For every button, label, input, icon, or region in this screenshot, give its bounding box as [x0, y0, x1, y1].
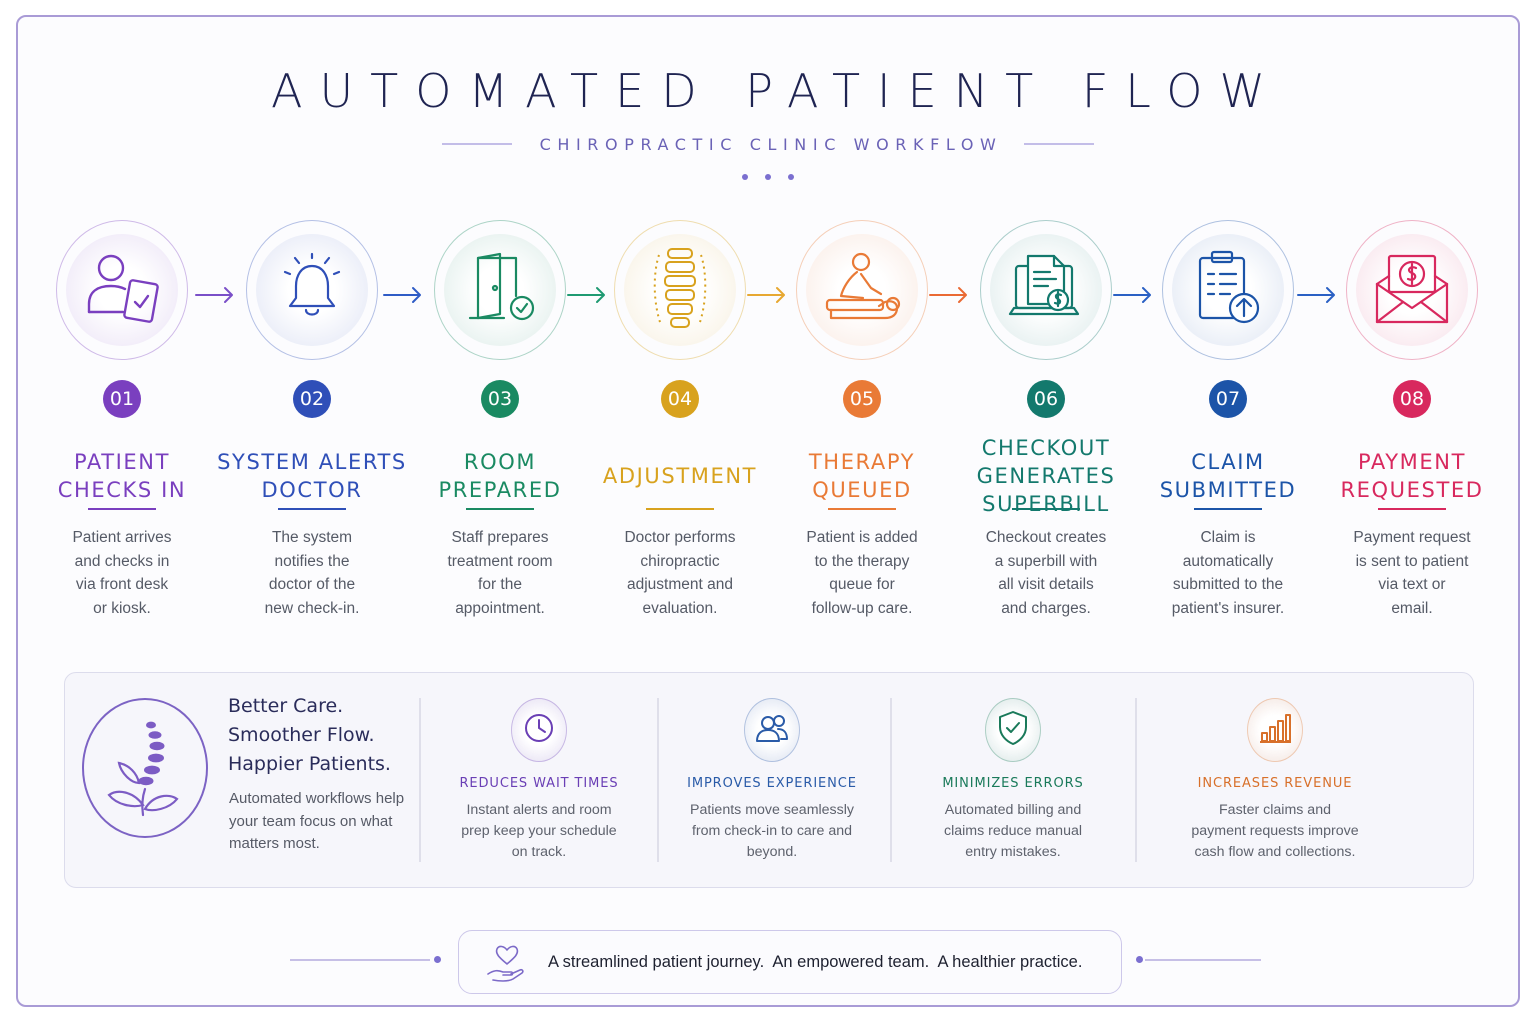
step-rule: [278, 508, 346, 510]
step-circle: [980, 220, 1112, 360]
step-title: PATIENT CHECKS IN: [57, 450, 187, 502]
step-rule: [466, 508, 534, 510]
footer-line-left: [290, 959, 430, 961]
step-rule: [88, 508, 156, 510]
step-description: Claim is automatically submitted to the …: [1171, 529, 1285, 617]
benefit-description: Patients move seamlessly from check-in t…: [689, 802, 854, 860]
step-description: The system notifies the doctor of the ne…: [264, 529, 360, 617]
step-description: Patient is added to the therapy queue fo…: [806, 529, 918, 617]
benefit-divider: [657, 698, 659, 862]
step-title: CHECKOUT GENERATES SUPERBILL: [976, 436, 1116, 516]
benefit-divider: [419, 698, 421, 862]
flow-arrow-icon: [928, 284, 970, 306]
step-description: Checkout creates a superbill with all vi…: [985, 529, 1107, 617]
step-number-badge: 01: [103, 380, 141, 418]
footer-text: A streamlined patient journey. An empowe…: [548, 953, 1083, 971]
step-number-badge: 08: [1393, 380, 1431, 418]
step-rule: [1012, 508, 1080, 510]
step-number-badge: 06: [1027, 380, 1065, 418]
flow-arrow-icon: [194, 284, 236, 306]
benefit-icon-badge: [985, 698, 1041, 762]
heart-hand-icon: [484, 940, 530, 991]
benefit-divider: [890, 698, 892, 862]
flow-arrow-icon: [1112, 284, 1154, 306]
step-description: Payment request is sent to patient via t…: [1353, 529, 1471, 617]
benefit-description: Instant alerts and room prep keep your s…: [461, 802, 617, 860]
footer-dot-left: [434, 956, 441, 963]
step-circle: [56, 220, 188, 360]
clipboard-upload-icon: [1190, 246, 1266, 335]
page-subtitle: CHIROPRACTIC CLINIC WORKFLOW: [539, 134, 1003, 154]
step-description: Doctor performs chiropractic adjustment …: [624, 529, 736, 617]
step-rule: [828, 508, 896, 510]
page-title: AUTOMATED PATIENT FLOW: [271, 64, 1282, 118]
benefit-title: REDUCES WAIT TIMES: [459, 776, 619, 791]
step-number-badge: 03: [481, 380, 519, 418]
step-circle: [434, 220, 566, 360]
subtitle-row: CHIROPRACTIC CLINIC WORKFLOW: [0, 134, 1536, 154]
step-title: ADJUSTMENT: [602, 464, 758, 488]
benefit-description: Automated billing and claims reduce manu…: [944, 802, 1082, 860]
bar-chart-icon: [1258, 711, 1292, 750]
step-circle: [1346, 220, 1478, 360]
brand-tagline: Better Care. Smoother Flow. Happier Pati…: [228, 692, 418, 779]
massage-therapy-icon: [819, 248, 905, 333]
step-rule: [646, 508, 714, 510]
subtitle-line-left: [441, 143, 512, 145]
title-dots: [0, 174, 1536, 180]
benefit-divider: [1135, 698, 1137, 862]
brand-description: Automated workflows help your team focus…: [229, 790, 405, 852]
clock-icon: [522, 711, 556, 750]
flow-arrow-icon: [746, 284, 788, 306]
benefit-description: Faster claims and payment requests impro…: [1191, 802, 1359, 860]
tagline-line: Happier Patients.: [228, 753, 391, 775]
superbill-laptop-icon: [1006, 248, 1086, 333]
users-icon: [754, 711, 790, 750]
step-number-badge: 04: [661, 380, 699, 418]
step-circle: [246, 220, 378, 360]
dollar-envelope-icon: [1369, 248, 1455, 333]
step-title: PAYMENT REQUESTED: [1340, 450, 1484, 502]
step-rule: [1378, 508, 1446, 510]
flow-arrow-icon: [382, 284, 424, 306]
shield-check-icon: [996, 709, 1030, 752]
benefit-icon-badge: [1247, 698, 1303, 762]
spine-icon: [645, 243, 715, 338]
spine-plant-icon: [82, 698, 208, 838]
step-circle: [614, 220, 746, 360]
step-title: ROOM PREPARED: [438, 450, 562, 502]
benefit-title: IMPROVES EXPERIENCE: [687, 776, 857, 791]
step-circle: [796, 220, 928, 360]
step-number-badge: 07: [1209, 380, 1247, 418]
footer-line-right: [1145, 959, 1261, 961]
step-description: Patient arrives and checks in via front …: [72, 529, 172, 617]
bell-icon: [277, 248, 347, 333]
footer-dot-right: [1136, 956, 1143, 963]
tagline-line: Better Care.: [228, 695, 344, 717]
step-circle: [1162, 220, 1294, 360]
step-title: SYSTEM ALERTS DOCTOR: [217, 450, 407, 502]
step-number-badge: 05: [843, 380, 881, 418]
patient-tablet-icon: [79, 248, 165, 333]
benefit-title: INCREASES REVENUE: [1197, 776, 1353, 791]
step-number-badge: 02: [293, 380, 331, 418]
step-rule: [1194, 508, 1262, 510]
benefit-title: MINIMIZES ERRORS: [942, 776, 1084, 791]
step-title: THERAPY QUEUED: [808, 450, 916, 502]
flow-arrow-icon: [1296, 284, 1338, 306]
benefit-icon-badge: [744, 698, 800, 762]
tagline-line: Smoother Flow.: [228, 724, 375, 746]
step-description: Staff prepares treatment room for the ap…: [447, 529, 553, 617]
benefit-icon-badge: [511, 698, 567, 762]
subtitle-line-right: [1024, 143, 1095, 145]
step-title: CLAIM SUBMITTED: [1159, 450, 1297, 502]
footer-banner: [458, 930, 1122, 994]
flow-arrow-icon: [566, 284, 608, 306]
door-check-icon: [460, 248, 540, 333]
